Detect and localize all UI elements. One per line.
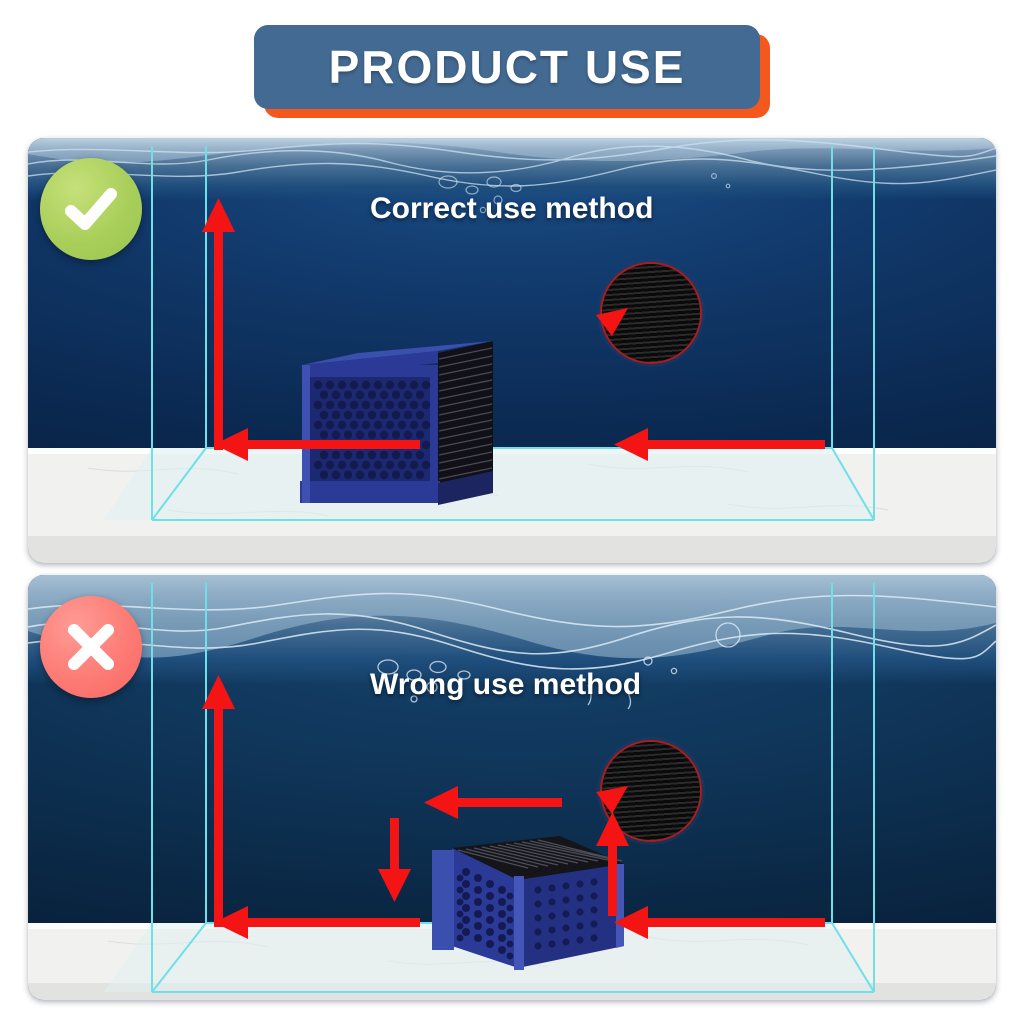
sponge-texture-icon	[602, 264, 700, 362]
sponge-texture-icon	[602, 742, 700, 840]
status-badge-wrong	[40, 596, 142, 698]
page-title: PRODUCT USE	[328, 41, 686, 93]
check-icon	[65, 188, 117, 230]
panel-title-wrong: Wrong use method	[370, 668, 642, 701]
sponge-zoom-callout-wrong	[600, 740, 702, 842]
cross-icon	[68, 624, 114, 670]
status-badge-correct	[40, 158, 142, 260]
sponge-zoom-callout-correct	[600, 262, 702, 364]
aquarium-glass-frame	[151, 146, 875, 521]
header: PRODUCT USE	[0, 0, 1024, 130]
tank-floor	[28, 448, 996, 563]
panel-title-correct: Correct use method	[370, 192, 654, 225]
aquarium-filter-device	[432, 836, 624, 970]
water-splash-icon	[28, 575, 996, 710]
header-badge: PRODUCT USE	[254, 25, 760, 109]
aquarium-filter-device	[300, 341, 493, 505]
panel-correct-use	[28, 138, 996, 563]
panel-wrong-use	[28, 575, 996, 1000]
